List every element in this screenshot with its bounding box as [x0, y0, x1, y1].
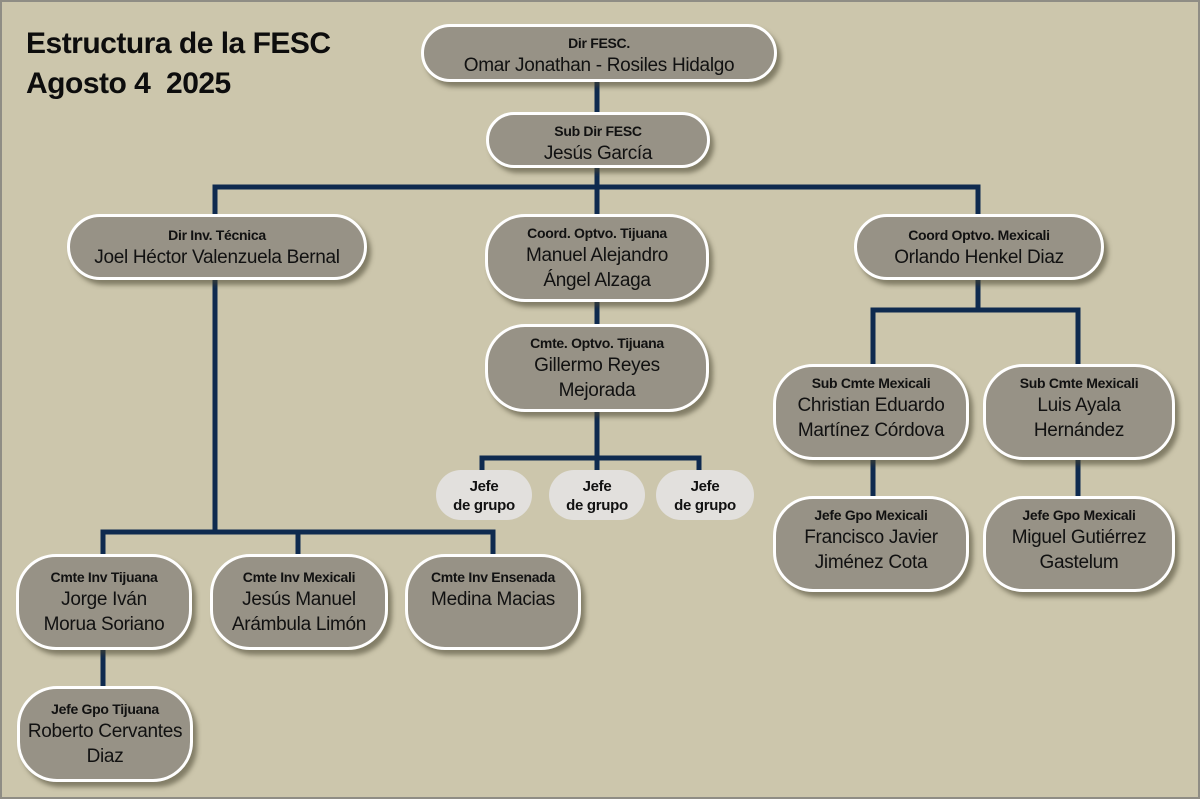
- chart-title: Estructura de la FESC Agosto 4 2025: [26, 24, 331, 104]
- node-name: Jorge Iván Morua Soriano: [43, 589, 165, 635]
- node-coord-optvo-mexicali: Coord Optvo. Mexicali Orlando Henkel Dia…: [854, 214, 1104, 280]
- node-role: Dir Inv. Técnica: [168, 227, 266, 243]
- node-jefe-gpo-tijuana: Jefe Gpo Tijuana Roberto Cervantes Diaz: [17, 686, 193, 782]
- node-name: Jesús Manuel Arámbula Limón: [231, 589, 367, 635]
- node-role: Jefe de grupo: [453, 478, 515, 514]
- node-name: Omar Jonathan - Rosiles Hidalgo: [463, 55, 735, 76]
- node-dir-inv-tecnica: Dir Inv. Técnica Joel Héctor Valenzuela …: [67, 214, 367, 280]
- node-role: Jefe de grupo: [566, 478, 628, 514]
- node-role: Jefe de grupo: [674, 478, 736, 514]
- node-sub-cmte-mexicali-2: Sub Cmte Mexicali Luis Ayala Hernández: [983, 364, 1175, 460]
- node-jefe-grupo-1: Jefe de grupo: [436, 470, 532, 520]
- node-cmte-optvo-tijuana: Cmte. Optvo. Tijuana Gillermo Reyes Mejo…: [485, 324, 709, 412]
- node-coord-optvo-tijuana: Coord. Optvo. Tijuana Manuel Alejandro Á…: [485, 214, 709, 302]
- node-name: Jesús García: [543, 143, 653, 164]
- node-role: Cmte Inv Ensenada: [430, 569, 556, 585]
- node-name: Miguel Gutiérrez Gastelum: [1011, 527, 1147, 573]
- node-role: Sub Cmte Mexicali: [811, 375, 931, 391]
- node-dir-fesc: Dir FESC. Omar Jonathan - Rosiles Hidalg…: [421, 24, 777, 82]
- node-role: Sub Cmte Mexicali: [1019, 375, 1139, 391]
- node-jefe-grupo-3: Jefe de grupo: [656, 470, 754, 520]
- node-role: Dir FESC.: [568, 35, 630, 51]
- node-name: Christian Eduardo Martínez Córdova: [797, 395, 945, 441]
- node-name: Roberto Cervantes Diaz: [27, 721, 183, 767]
- node-cmte-inv-tijuana: Cmte Inv Tijuana Jorge Iván Morua Sorian…: [16, 554, 192, 650]
- node-name: Medina Macias: [431, 589, 555, 610]
- node-role: Jefe Gpo Mexicali: [814, 507, 928, 523]
- node-role: Jefe Gpo Tijuana: [51, 701, 159, 717]
- node-role: Cmte. Optvo. Tijuana: [530, 335, 664, 351]
- node-jefe-gpo-mexicali-2: Jefe Gpo Mexicali Miguel Gutiérrez Gaste…: [983, 496, 1175, 592]
- node-jefe-grupo-2: Jefe de grupo: [549, 470, 645, 520]
- node-role: Jefe Gpo Mexicali: [1022, 507, 1136, 523]
- node-role: Cmte Inv Tijuana: [50, 569, 158, 585]
- node-name: Orlando Henkel Diaz: [894, 247, 1064, 268]
- node-name: Gillermo Reyes Mejorada: [534, 355, 660, 401]
- title-line-1: Estructura de la FESC: [26, 27, 331, 60]
- node-jefe-gpo-mexicali-1: Jefe Gpo Mexicali Francisco Javier Jimén…: [773, 496, 969, 592]
- node-role: Sub Dir FESC: [554, 123, 642, 139]
- node-role: Coord Optvo. Mexicali: [908, 227, 1050, 243]
- node-role: Coord. Optvo. Tijuana: [527, 225, 667, 241]
- node-sub-dir-fesc: Sub Dir FESC Jesús García: [486, 112, 710, 168]
- node-cmte-inv-ensenada: Cmte Inv Ensenada Medina Macias: [405, 554, 581, 650]
- node-name: Francisco Javier Jiménez Cota: [804, 527, 938, 573]
- node-name: Manuel Alejandro Ángel Alzaga: [525, 245, 669, 291]
- node-sub-cmte-mexicali-1: Sub Cmte Mexicali Christian Eduardo Mart…: [773, 364, 969, 460]
- node-name: Joel Héctor Valenzuela Bernal: [94, 247, 340, 268]
- node-name: Luis Ayala Hernández: [1033, 395, 1125, 441]
- node-role: Cmte Inv Mexicali: [242, 569, 356, 585]
- title-line-2: Agosto 4 2025: [26, 67, 231, 100]
- node-cmte-inv-mexicali: Cmte Inv Mexicali Jesús Manuel Arámbula …: [210, 554, 388, 650]
